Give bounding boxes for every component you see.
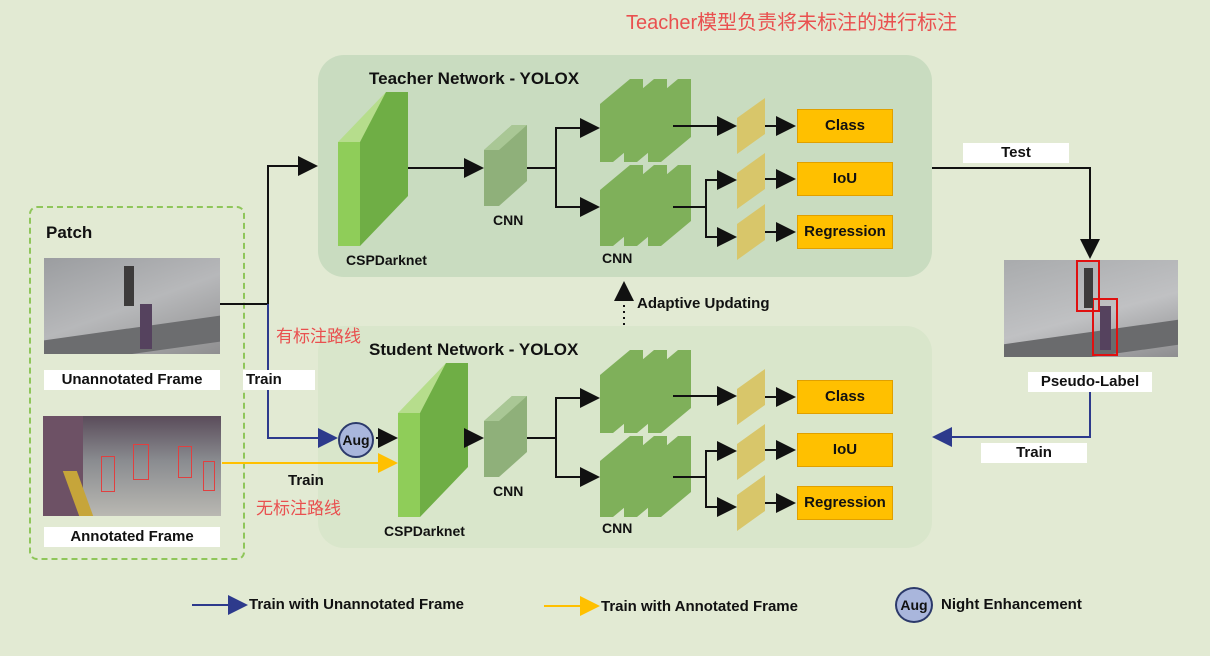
student-title: Student Network - YOLOX <box>369 340 579 359</box>
unannotated-frame-image <box>44 258 220 354</box>
student-cnn-block <box>484 396 527 477</box>
test-label: Test <box>963 143 1069 163</box>
student-feature-stack-top <box>600 350 691 433</box>
teacher-head-reg <box>737 204 765 260</box>
student-backbone-block <box>398 363 468 517</box>
student-feature-stack-bottom <box>600 436 691 517</box>
teacher-feature-stack-top <box>600 79 691 162</box>
train-left-label: Train <box>243 370 315 390</box>
student-head-reg <box>737 475 765 531</box>
unlabeled-route-note: 无标注路线 <box>256 499 341 518</box>
student-output-iou: IoU <box>797 433 893 467</box>
legend-night-enhancement: Night Enhancement <box>941 596 1082 613</box>
teacher-cnn-label-2: CNN <box>602 250 633 266</box>
teacher-title: Teacher Network - YOLOX <box>369 69 580 88</box>
unannotated-frame-label: Unannotated Frame <box>44 370 220 390</box>
teacher-cnn-block <box>484 125 527 206</box>
legend-annotated: Train with Annotated Frame <box>601 598 798 615</box>
aug-icon: Aug <box>338 422 374 458</box>
student-head-class <box>737 369 765 425</box>
teacher-role-note: Teacher模型负责将未标注的进行标注 <box>626 12 958 34</box>
student-output-class: Class <box>797 380 893 414</box>
student-output-regression: Regression <box>797 486 893 520</box>
legend-unannotated: Train with Unannotated Frame <box>249 596 465 613</box>
teacher-output-class: Class <box>797 109 893 143</box>
patch-title: Patch <box>46 223 93 242</box>
adaptive-updating-label: Adaptive Updating <box>637 295 770 312</box>
teacher-head-iou <box>737 153 765 209</box>
annotated-frame-image <box>43 416 221 516</box>
student-cnn-label-2: CNN <box>602 520 633 536</box>
student-head-iou <box>737 424 765 480</box>
labeled-route-note: 有标注路线 <box>276 327 361 346</box>
teacher-head-class <box>737 98 765 154</box>
annotated-frame-label: Annotated Frame <box>44 527 220 547</box>
teacher-output-iou: IoU <box>797 162 893 196</box>
train-annotated-label: Train <box>288 472 324 489</box>
student-backbone-label: CSPDarknet <box>384 523 465 539</box>
teacher-feature-stack-bottom <box>600 165 691 246</box>
teacher-backbone-label: CSPDarknet <box>346 252 427 268</box>
teacher-cnn-label-1: CNN <box>493 212 524 228</box>
teacher-output-regression: Regression <box>797 215 893 249</box>
train-right-label: Train <box>981 443 1087 463</box>
student-cnn-label-1: CNN <box>493 483 524 499</box>
pseudo-label-text: Pseudo-Label <box>1028 372 1152 392</box>
pseudo-label-image <box>1004 260 1178 357</box>
legend-aug-icon: Aug <box>895 587 933 623</box>
teacher-backbone-block <box>338 92 408 246</box>
